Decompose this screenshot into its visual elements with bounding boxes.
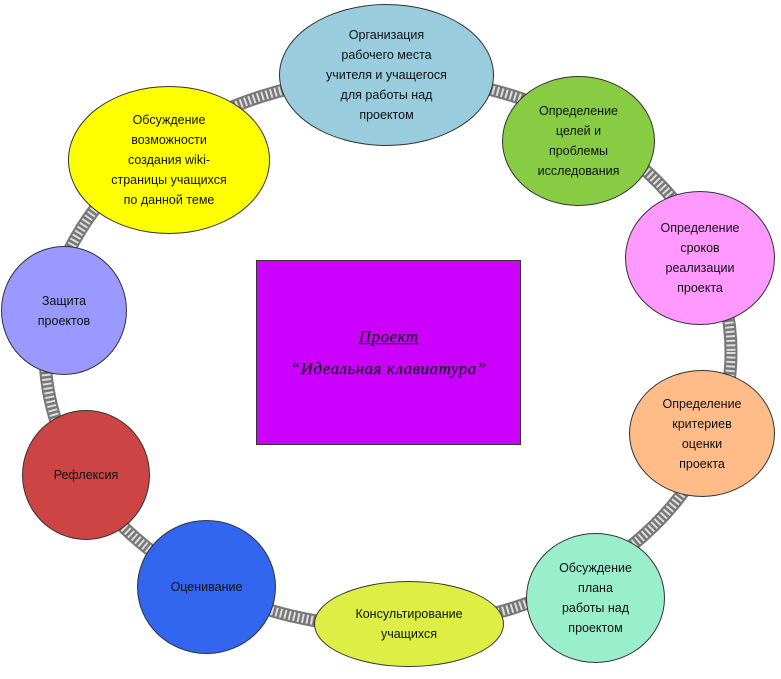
step-label-line: Защита <box>41 293 87 308</box>
project-title-line1: Проект <box>358 326 419 346</box>
step-label-line: создания wiki- <box>127 153 211 167</box>
step-label: Определение целей и проблемы исследования <box>538 101 620 181</box>
step-label-line: Определение <box>660 221 740 235</box>
step-evaluation: Оценивание <box>137 520 276 654</box>
step-label-line: реализации <box>665 261 735 275</box>
step-label-line: учителя и учащегося <box>326 68 447 82</box>
step-label-line: рабочего места <box>341 48 432 62</box>
step-label-line: Обсуждение <box>559 561 632 575</box>
step-label-line: Организация <box>348 28 425 42</box>
step-reflection: Рефлексия <box>22 410 150 540</box>
project-title-line2: “Идеальная клавиатура” <box>290 358 487 378</box>
step-label-line: проектом <box>359 108 414 122</box>
step-label-line: Определение <box>662 396 742 411</box>
step-label-line: учащихся <box>380 627 438 641</box>
step-label-line: проектом <box>568 621 623 635</box>
step-label: Рефлексия <box>54 465 119 485</box>
step-label-line: целей и <box>555 124 602 138</box>
step-label-line: исследования <box>537 164 620 178</box>
step-organization: Организация рабочего места учителя и учаще… <box>279 4 494 146</box>
step-label-line: проекта <box>679 456 725 471</box>
step-criteria: Определение критериев оценки проекта <box>629 370 775 497</box>
step-label-line: по данной теме <box>123 193 215 207</box>
step-defense: Защита проектов <box>1 246 127 375</box>
step-plan: Обсуждение плана работы над проектом <box>526 533 665 663</box>
step-label-line: Консультирование <box>355 607 463 621</box>
step-label: Организация рабочего места учителя и учаще… <box>326 25 447 125</box>
step-goals: Определение целей и проблемы исследования <box>502 76 655 206</box>
step-label: Определение критериев оценки проекта <box>662 394 741 474</box>
step-label-line: Рефлексия <box>53 468 119 482</box>
step-label-line: Определение <box>538 104 619 118</box>
step-label: Обсуждение плана работы над проектом <box>559 558 632 638</box>
step-label-line: проекта <box>677 281 723 295</box>
step-label: Консультирование учащихся <box>355 604 462 644</box>
step-label-line: для работы над <box>340 88 433 102</box>
step-label: Обсуждение возможности создания wiki-стран… <box>111 110 227 210</box>
step-label: Определение сроков реализации проекта <box>660 218 739 298</box>
step-label-line: страницы учащихся <box>111 173 227 187</box>
step-consulting: Консультирование учащихся <box>314 581 504 667</box>
step-label-line: возможности <box>131 133 207 147</box>
step-deadlines: Определение сроков реализации проекта <box>625 191 775 325</box>
step-label-line: Обсуждение <box>132 113 206 127</box>
step-label-line: Оценивание <box>170 580 243 594</box>
step-wiki: Обсуждение возможности создания wiki-стран… <box>68 86 270 234</box>
step-label-line: проектов <box>37 313 91 328</box>
step-label: Защита проектов <box>38 291 90 331</box>
step-label-line: критериев <box>672 416 732 431</box>
step-label-line: плана <box>578 581 613 595</box>
project-title-box: Проект “Идеальная клавиатура” <box>256 260 521 445</box>
step-label-line: сроков <box>680 241 720 255</box>
step-label-line: проблемы <box>548 144 609 158</box>
step-label: Оценивание <box>171 577 243 597</box>
step-label-line: работы над <box>561 601 630 615</box>
step-label-line: оценки <box>681 436 723 451</box>
